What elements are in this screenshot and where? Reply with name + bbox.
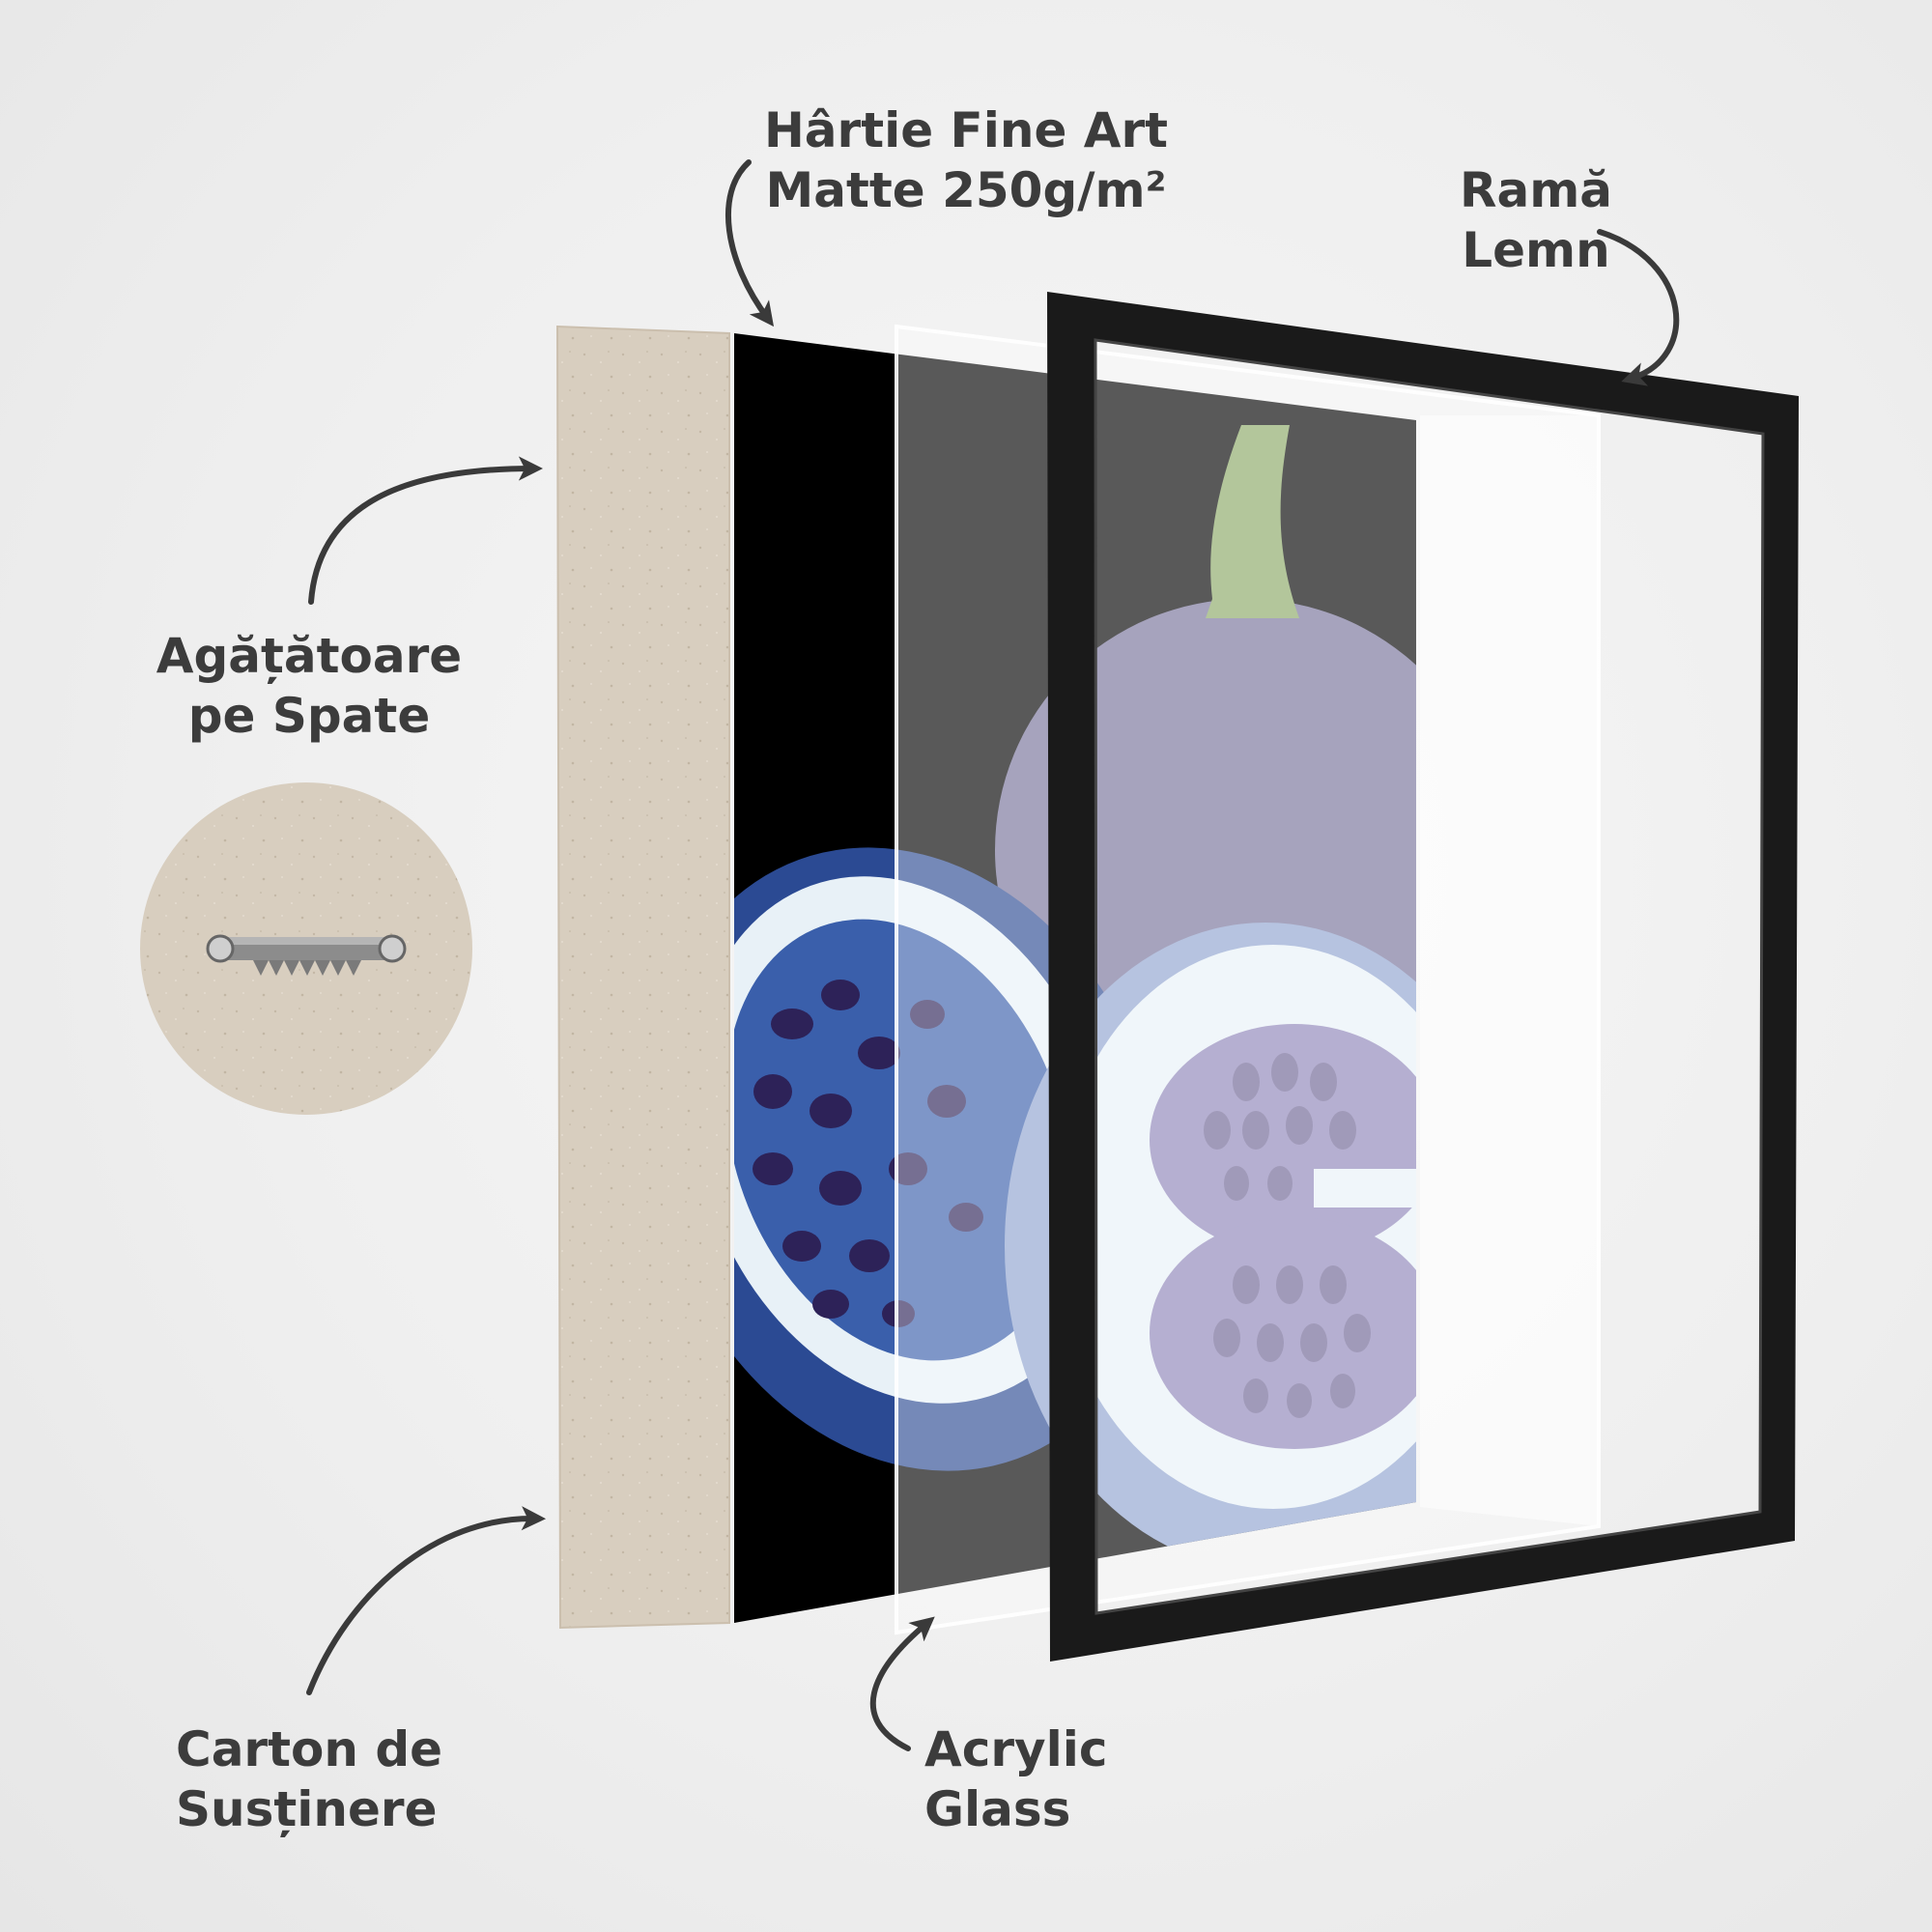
half-fig-right-illustration: [1005, 923, 1416, 1570]
arrow-backing-top: [308, 456, 544, 605]
label-acrylic-glass: Acrylic Glass: [924, 1719, 1108, 1839]
label-backing-line2: Susținere: [176, 1781, 438, 1837]
label-hanger-line2: pe Spate: [187, 688, 431, 744]
label-fine-art-paper: Hârtie Fine Art Matte 250g/m²: [763, 100, 1169, 220]
label-glass-line1: Acrylic: [924, 1721, 1108, 1777]
label-paper-line1: Hârtie Fine Art: [763, 102, 1169, 158]
label-hanger-line1: Agățătoare: [156, 628, 463, 684]
label-frame-line2: Lemn: [1462, 222, 1610, 278]
arrow-frame: [1597, 229, 1680, 386]
label-wood-frame: Ramă Lemn: [1430, 160, 1642, 280]
backing-cardboard: [555, 325, 730, 1630]
arrow-glass: [869, 1616, 935, 1751]
label-back-hanger: Agățătoare pe Spate: [135, 626, 483, 746]
label-paper-line2: Matte 250g/m²: [765, 162, 1167, 218]
acrylic-glass-sheet: [895, 324, 1601, 1635]
hanger-detail: [140, 782, 472, 1115]
label-backing-line1: Carton de: [176, 1721, 443, 1777]
wood-frame: [1047, 292, 1799, 1662]
arrow-backing-bottom: [306, 1506, 547, 1695]
fine-art-print: [734, 333, 1416, 1623]
label-glass-line2: Glass: [924, 1781, 1071, 1837]
label-frame-line1: Ramă: [1459, 162, 1613, 218]
arrow-paper: [725, 159, 775, 327]
label-backing-cardboard: Carton de Susținere: [176, 1719, 442, 1839]
sawtooth-hanger: [206, 934, 407, 976]
